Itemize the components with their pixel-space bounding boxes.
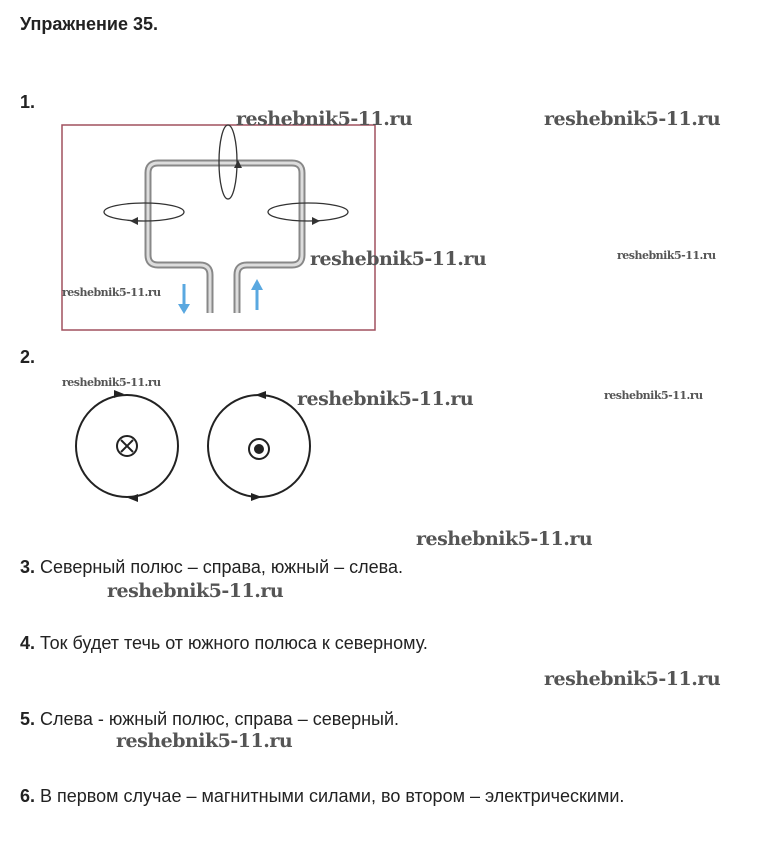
arrow-up-icon <box>251 279 263 310</box>
answer-4: 4. Ток будет течь от южного полюса к сев… <box>20 633 428 653</box>
field-line-left <box>103 202 185 222</box>
figure-2 <box>75 390 311 502</box>
answer-3: 3. Северный полюс – справа, южный – слев… <box>20 557 404 577</box>
watermark: reshebnik5-11.ru <box>62 286 161 299</box>
exercise-title: Упражнение 35. <box>20 14 159 34</box>
watermark: reshebnik5-11.ru <box>310 248 487 270</box>
current-into-page-icon <box>116 435 138 457</box>
item-number: 2. <box>20 347 36 367</box>
answer-5: 5. Слева - южный полюс, справа – северны… <box>20 709 400 729</box>
wire-loop <box>144 159 306 313</box>
watermark: reshebnik5-11.ru <box>544 668 721 690</box>
watermark: reshebnik5-11.ru <box>236 108 413 130</box>
watermark: reshebnik5-11.ru <box>416 528 593 550</box>
answer-6: 6. В первом случае – магнитными силами, … <box>20 786 625 806</box>
watermark: reshebnik5-11.ru <box>107 580 284 602</box>
watermark: reshebnik5-11.ru <box>544 108 721 130</box>
figure-1 <box>61 124 376 331</box>
watermark: reshebnik5-11.ru <box>604 389 703 402</box>
watermark: reshebnik5-11.ru <box>297 388 474 410</box>
arrow-down-icon <box>178 284 190 314</box>
current-out-of-page-icon <box>248 438 270 460</box>
field-line-right <box>267 202 349 222</box>
item-number: 1. <box>20 92 36 112</box>
figure-frame <box>61 124 376 331</box>
watermark: reshebnik5-11.ru <box>62 376 161 389</box>
watermark: reshebnik5-11.ru <box>617 249 716 262</box>
field-circle-into-page <box>75 394 179 498</box>
watermark: reshebnik5-11.ru <box>116 730 293 752</box>
